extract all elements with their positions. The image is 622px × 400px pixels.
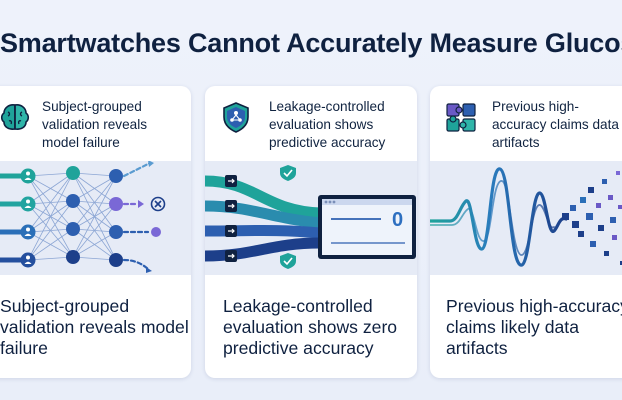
brain-icon bbox=[0, 100, 32, 134]
card-header: Subject-grouped validation reveals model… bbox=[0, 86, 191, 160]
card-caption: Leakage-controlled evaluation shows zero… bbox=[223, 296, 398, 358]
neural-network-illustration bbox=[0, 161, 191, 275]
card-subject-grouped: Subject-grouped validation reveals model… bbox=[0, 86, 191, 378]
shield-check-icon bbox=[219, 100, 253, 134]
page-title: Smartwatches Cannot Accurately Measure G… bbox=[0, 28, 622, 58]
card-header: Previous high-accuracy claims data artif… bbox=[430, 86, 622, 160]
card-header-text: Leakage-controlled evaluation shows pred… bbox=[269, 99, 386, 150]
monitor-value: 0 bbox=[392, 209, 404, 231]
card-caption: Subject-grouped validation reveals model… bbox=[0, 296, 189, 358]
card-leakage-controlled: Leakage-controlled evaluation shows pred… bbox=[205, 86, 417, 378]
card-header: Leakage-controlled evaluation shows pred… bbox=[205, 86, 417, 160]
pixel-fragments bbox=[562, 171, 622, 265]
card-caption: Previous high-accuracy claims likely dat… bbox=[446, 296, 622, 358]
data-flow-to-monitor-illustration: 0 bbox=[205, 161, 417, 275]
card-header-text: Subject-grouped validation reveals model… bbox=[42, 99, 148, 150]
puzzle-pieces-icon bbox=[444, 100, 478, 134]
card-header-text: Previous high-accuracy claims data artif… bbox=[492, 99, 619, 150]
card-data-artifacts: Previous high-accuracy claims data artif… bbox=[430, 86, 622, 378]
waveform-disintegrating-illustration bbox=[430, 161, 622, 275]
